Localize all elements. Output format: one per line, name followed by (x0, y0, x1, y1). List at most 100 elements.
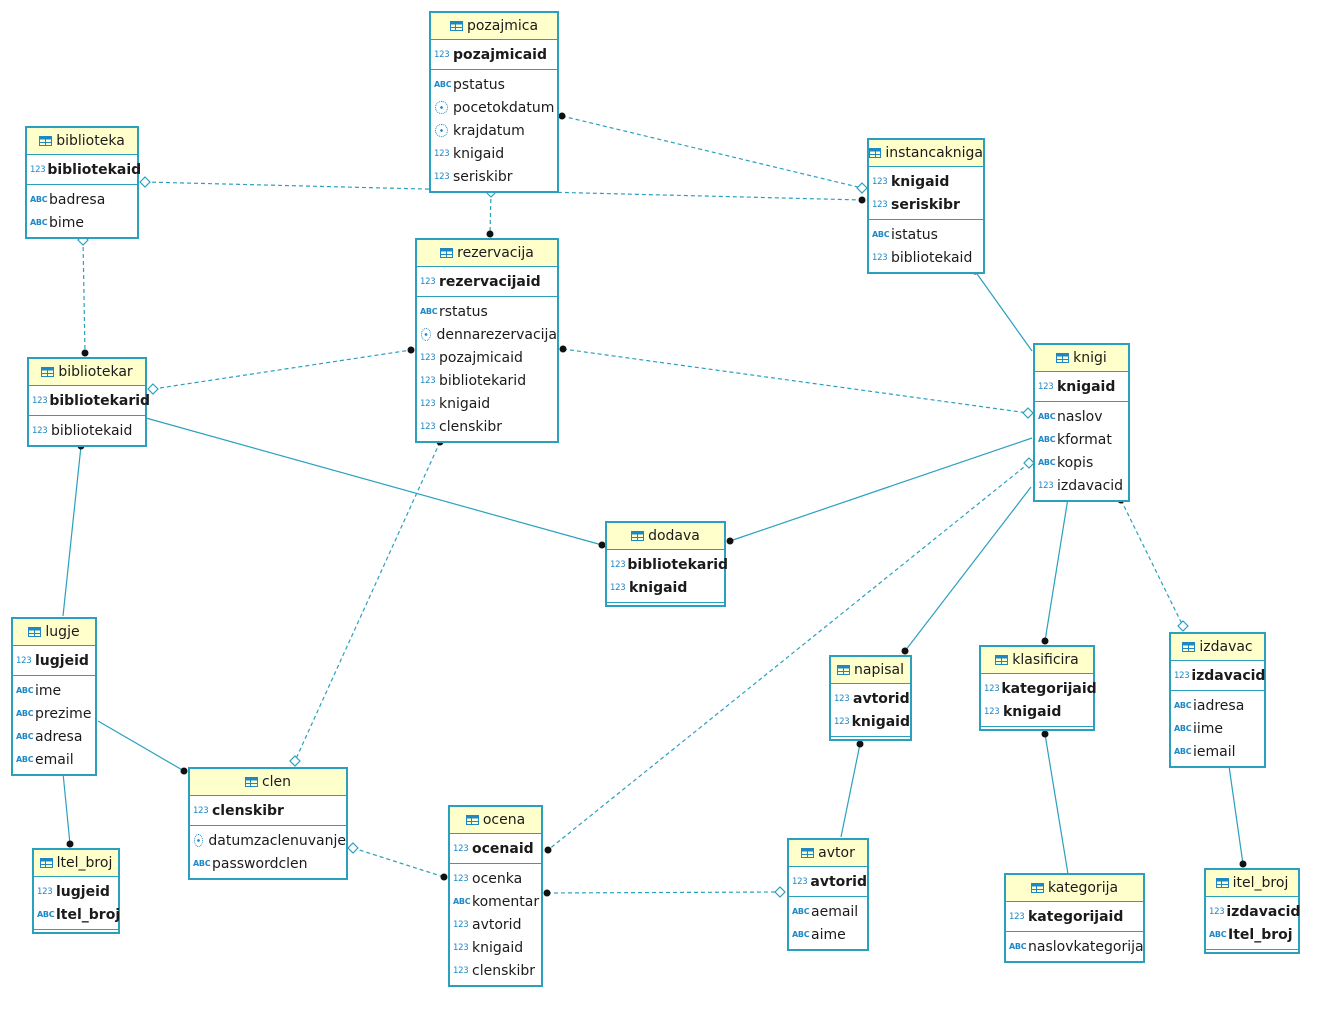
table-header[interactable]: dodava (607, 523, 724, 550)
table-header[interactable]: pozajmica (431, 13, 557, 40)
table-header[interactable]: kategorija (1006, 875, 1143, 902)
table-header[interactable]: bibliotekar (29, 359, 145, 386)
table-header[interactable]: izdavac (1171, 634, 1264, 661)
table-header[interactable]: lugje (13, 619, 95, 646)
link-pozajmica-rezervacija (489, 191, 492, 235)
table-header[interactable]: biblioteka (27, 128, 137, 155)
table-header[interactable]: klasificira (981, 647, 1093, 674)
table-header[interactable]: instancakniga (869, 140, 983, 167)
table-header[interactable]: avtor (789, 840, 867, 867)
table-header[interactable]: rezervacija (417, 240, 557, 267)
column-name: lugjeid (35, 652, 89, 669)
table-name: kategorija (1047, 880, 1119, 896)
column-name: seriskibr (891, 196, 960, 213)
column-row[interactable]: pocetokdatum (431, 96, 557, 119)
column-row[interactable]: krajdatum (431, 119, 557, 142)
column-row[interactable]: datumzaclenuvanje (190, 829, 346, 852)
table-header[interactable]: itel_broj (1206, 870, 1298, 897)
column-name: knigaid (453, 145, 505, 162)
table-header[interactable]: ltel_broj (34, 850, 118, 877)
table-header[interactable]: ocena (450, 807, 541, 834)
table-header[interactable]: napisal (831, 657, 910, 684)
column-row[interactable]: dennarezervacija (417, 323, 557, 346)
table-header[interactable]: knigi (1035, 345, 1128, 372)
table-header[interactable]: clen (190, 769, 346, 796)
